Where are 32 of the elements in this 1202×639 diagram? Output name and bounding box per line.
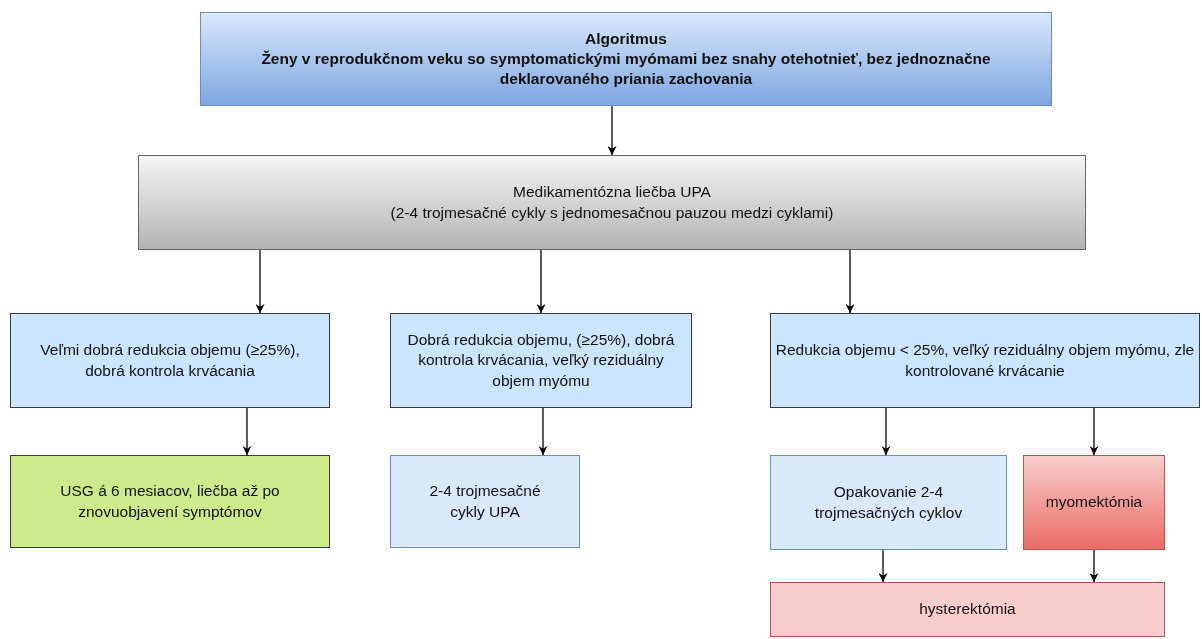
process-box	[138, 155, 1086, 250]
box-text: Redukcia objemu < 25%, veľký reziduálny objem myómu, zle kontrolované krvácanie	[775, 340, 1195, 381]
arrow	[1089, 549, 1099, 583]
arrow	[878, 549, 888, 583]
process-box	[390, 455, 580, 548]
box-text: 2-4 trojmesačné cykly UPA	[428, 481, 542, 522]
box-text: myomektómia	[1045, 492, 1143, 513]
process-box	[770, 455, 1007, 550]
box-text: Opakovanie 2-4 trojmesačných cyklov	[813, 482, 964, 523]
arrow	[242, 407, 252, 456]
process-box	[1023, 455, 1165, 550]
process-box	[10, 313, 330, 408]
box-text: USG á 6 mesiacov, liečba až po znovuobjavení symptómov	[59, 481, 281, 522]
box-text: Dobrá redukcia objemu, (≥25%), dobrá kontrola krvácania, veľký reziduálny objem myómu	[406, 330, 676, 391]
box-heading: Algoritmus	[585, 28, 667, 49]
arrow	[881, 407, 891, 456]
process-box	[200, 12, 1052, 106]
box-text: (2-4 trojmesačné cykly s jednomesačnou pauzou medzi cyklami)	[390, 202, 834, 223]
arrow	[255, 249, 265, 314]
box-heading: Medikamentózna liečba UPA	[513, 182, 711, 203]
arrow	[607, 105, 617, 156]
arrow	[845, 249, 855, 314]
box-text: Ženy v reprodukčnom veku so symptomatickými myómami bez snahy otehotnieť, bez jednoznačne deklarovaného priania zachovania	[261, 48, 991, 90]
process-box	[770, 582, 1165, 637]
arrow	[1089, 407, 1099, 456]
arrow	[536, 249, 546, 314]
arrow	[538, 407, 548, 456]
process-box	[390, 313, 692, 408]
box-text: Veľmi dobrá redukcia objemu (≥25%), dobrá kontrola krvácania	[39, 340, 301, 381]
process-box	[770, 313, 1200, 408]
box-text: hysterektómia	[919, 599, 1016, 620]
process-box	[10, 455, 330, 548]
